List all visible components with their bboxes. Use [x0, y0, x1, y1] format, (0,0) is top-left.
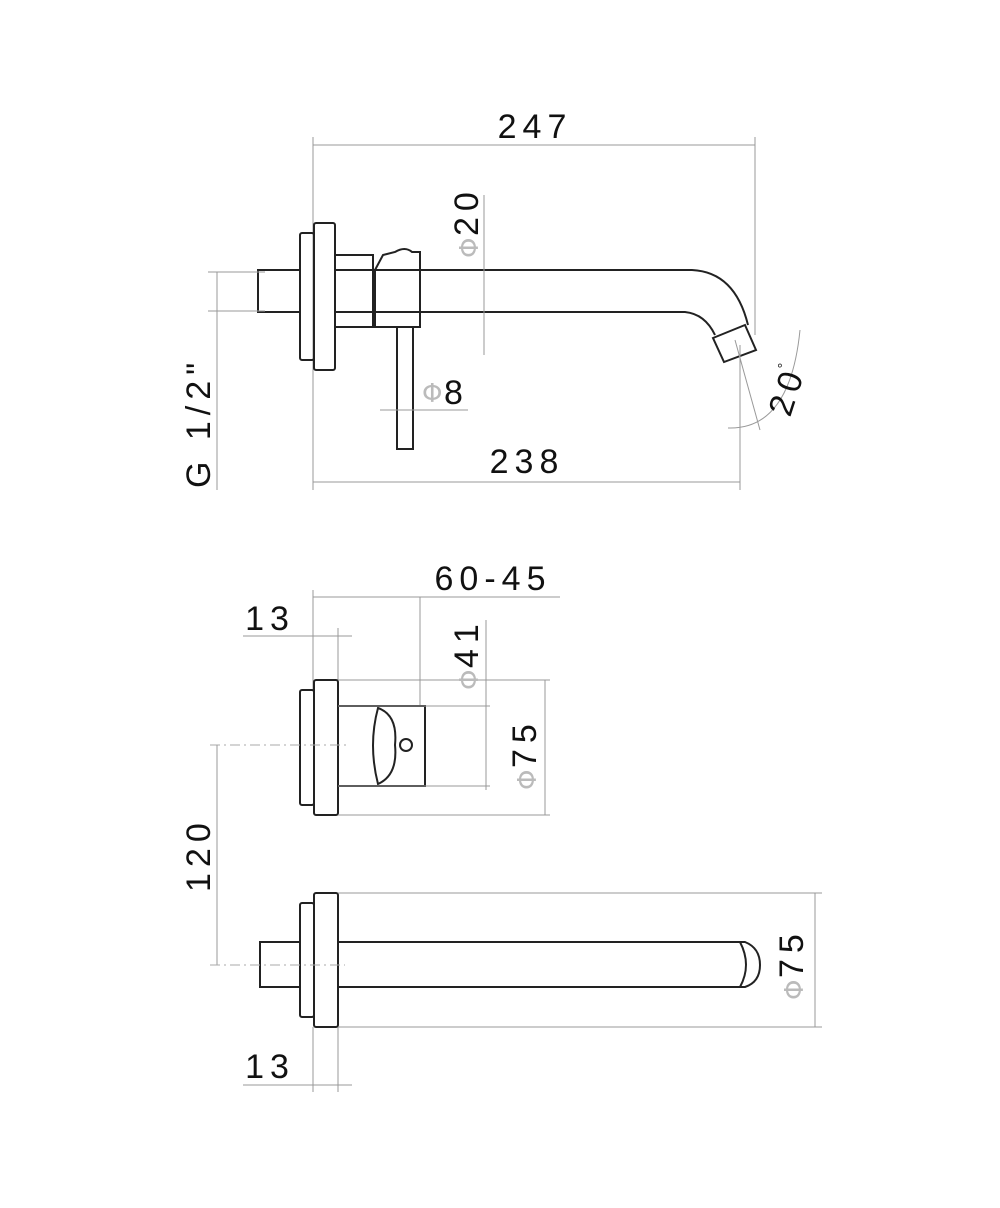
angle-arc	[727, 329, 801, 429]
inlet-stub	[257, 269, 301, 313]
dimension-60-45: 60-45	[435, 560, 552, 598]
lever-hub	[374, 248, 421, 328]
dimension-247: 247	[498, 108, 573, 146]
dimension-238: 238	[490, 443, 565, 481]
side-view: 247 Φ 20 Φ 8 238 G 1/2"	[180, 108, 813, 490]
dimension-13: 13	[245, 600, 295, 638]
wall-plate	[313, 892, 339, 1028]
wall-plate-back	[299, 689, 315, 806]
wall-plate-back	[299, 232, 315, 361]
dimension-d8: 8	[444, 374, 469, 412]
diameter-symbol: Φ	[780, 980, 810, 1000]
valve-body	[334, 254, 374, 328]
screw-hole	[399, 738, 413, 752]
spout	[338, 941, 762, 988]
wall-plate-back	[299, 902, 315, 1018]
diameter-symbol: Φ	[513, 770, 543, 790]
dimension-d41: 41	[448, 618, 486, 668]
dimension-d20: 20	[448, 186, 486, 236]
degree-symbol: °	[774, 356, 793, 372]
dimension-13: 13	[245, 1048, 295, 1086]
aerator	[711, 323, 758, 364]
dimension-d75: 75	[506, 718, 544, 768]
dimension-120: 120	[180, 817, 218, 892]
dimension-d75: 75	[773, 928, 811, 978]
diameter-symbol: Φ	[455, 238, 485, 258]
front-view: 60-45 13 Φ 41 Φ 75 120	[180, 560, 560, 965]
spout-top	[335, 269, 749, 326]
handle-cutout	[372, 706, 397, 786]
lever	[396, 326, 414, 450]
spout-tip	[739, 941, 747, 988]
wall-plate	[313, 679, 339, 816]
spout-bottom	[335, 311, 716, 336]
angle-line	[734, 339, 761, 431]
diameter-symbol: Φ	[422, 379, 442, 409]
diameter-symbol: Φ	[455, 670, 485, 690]
thread-size: G 1/2"	[180, 357, 218, 488]
wall-plate	[313, 222, 336, 371]
top-view: Φ 75 13	[210, 892, 822, 1092]
